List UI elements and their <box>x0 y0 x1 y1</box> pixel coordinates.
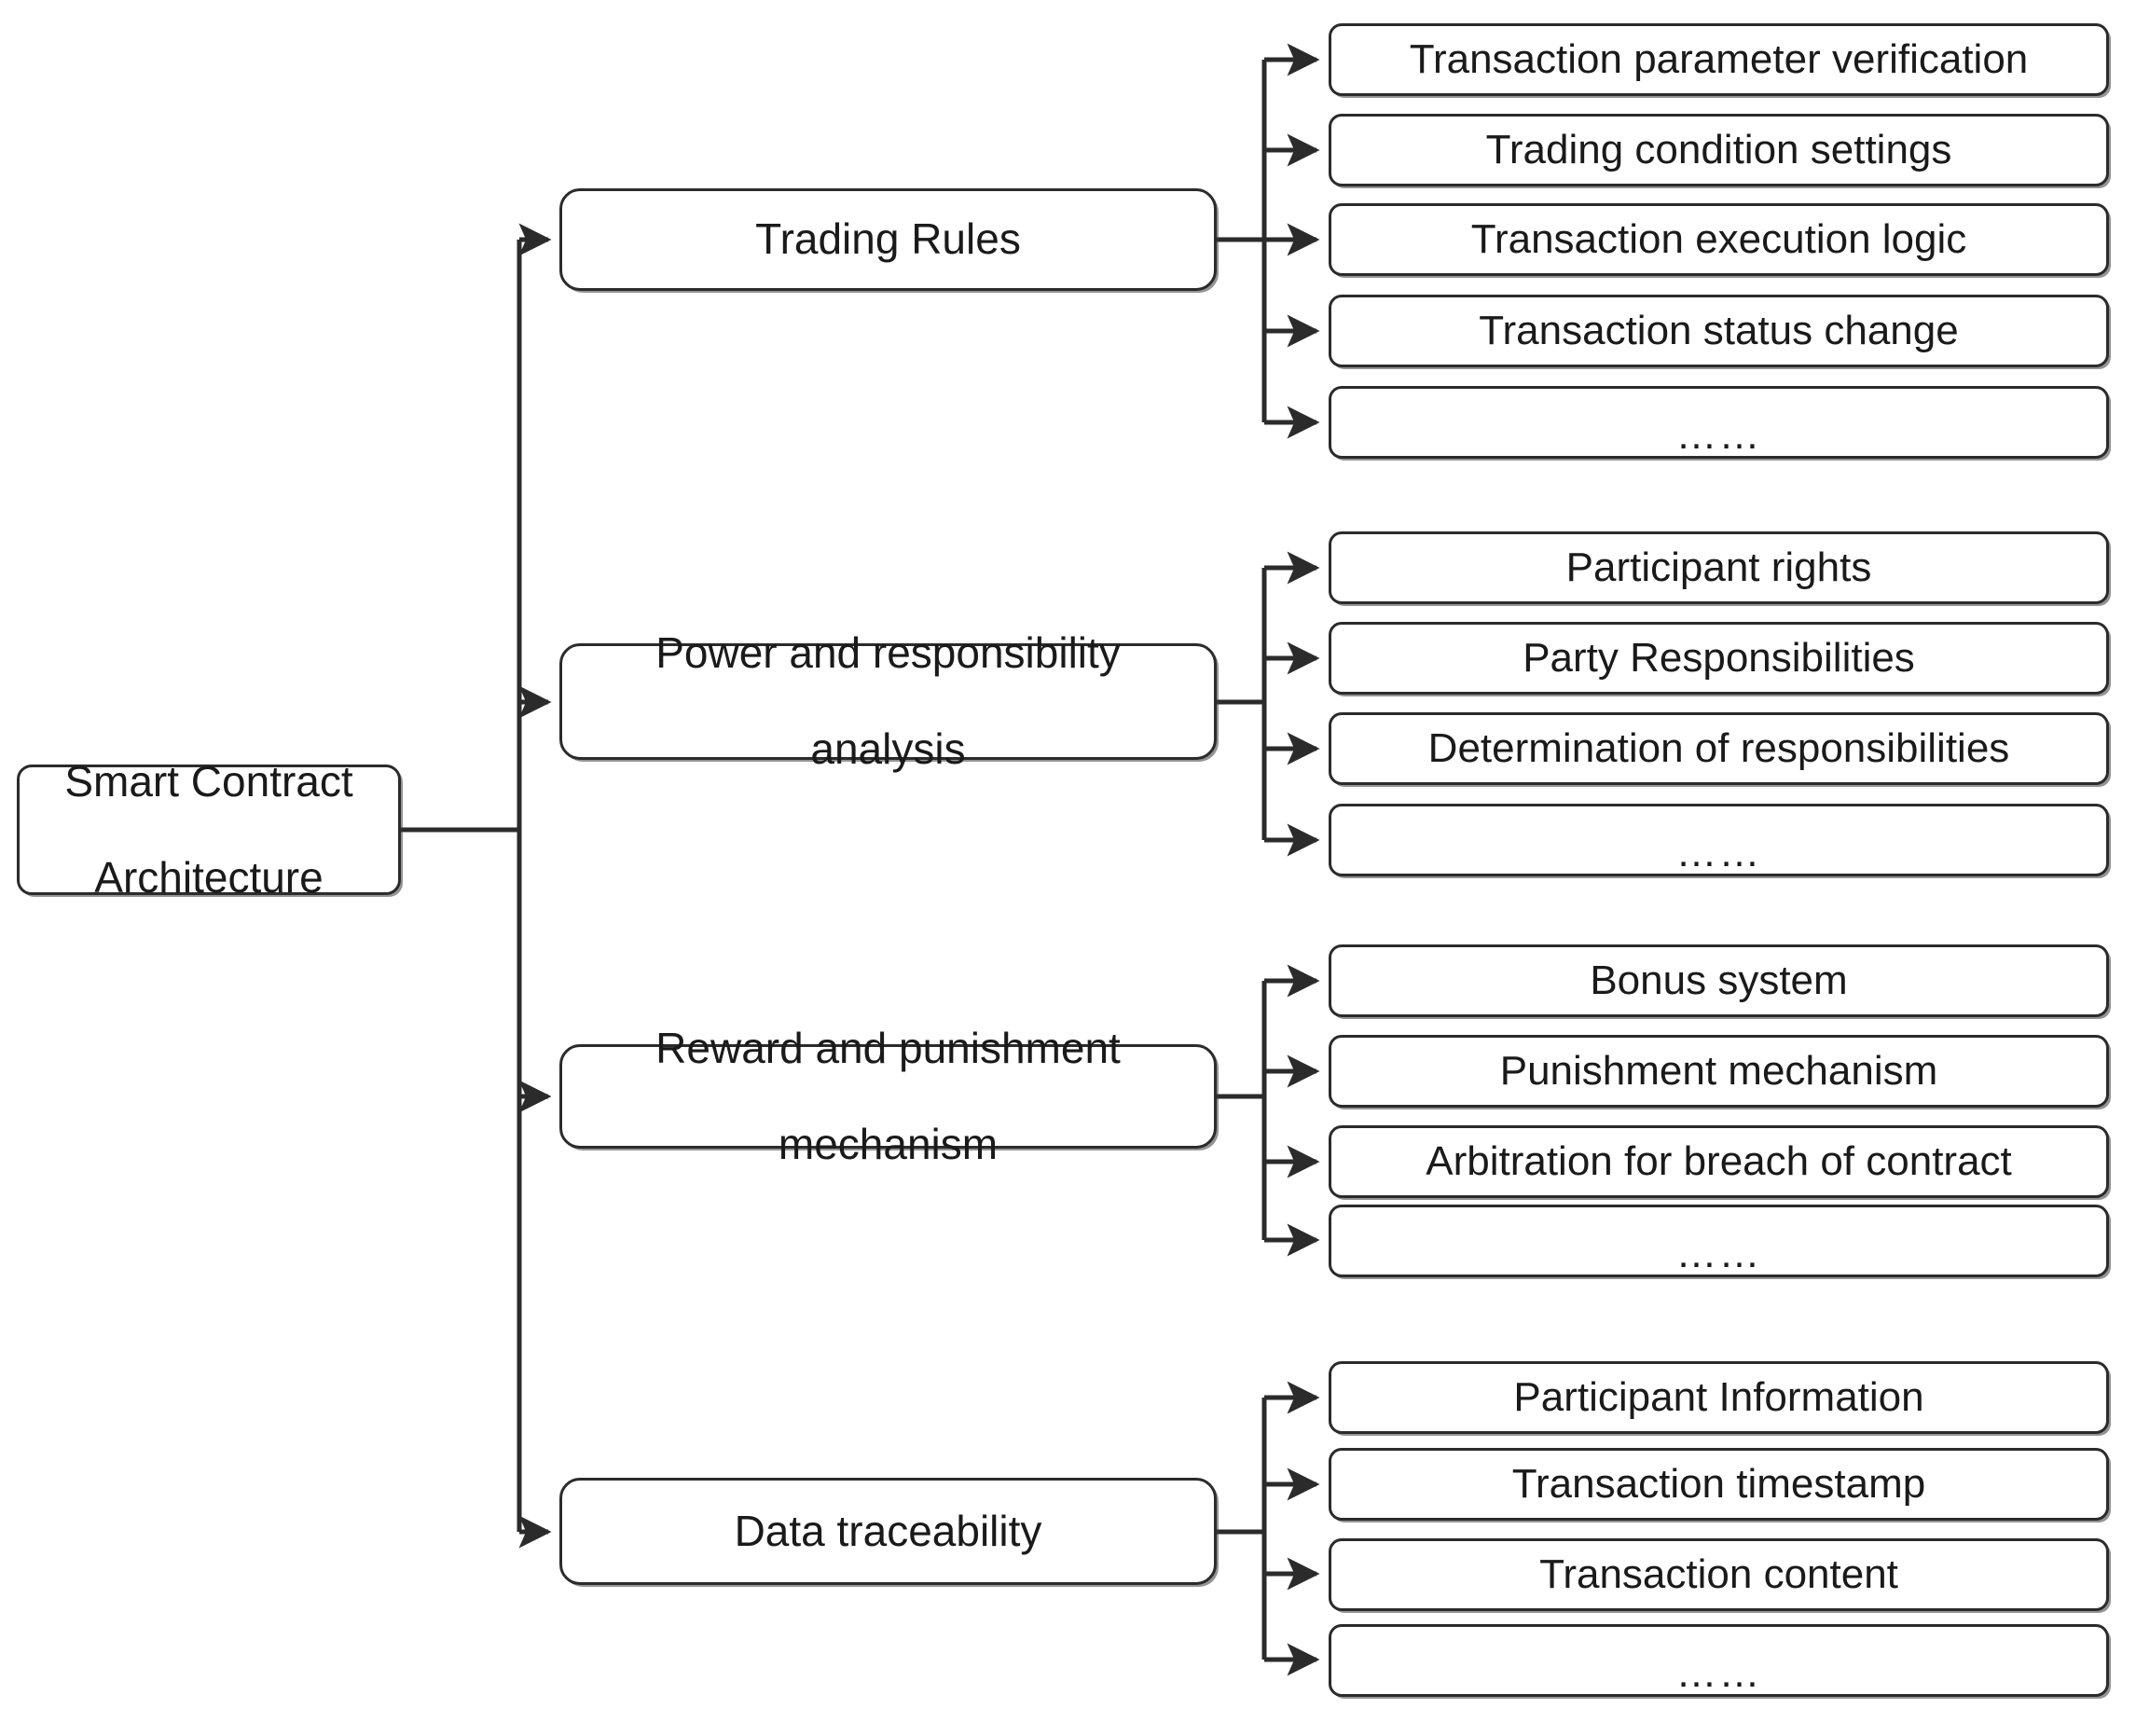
branch-label-line1: Trading Rules <box>755 214 1021 264</box>
branch-node-trading-rules[interactable]: Trading Rules <box>559 188 1217 291</box>
leaf-node[interactable]: Determination of responsibilities <box>1329 712 2109 785</box>
branch-node-reward-and-punishment-mechanism[interactable]: Reward and punishment mechanism <box>559 1024 1217 1167</box>
leaf-node[interactable]: Participant Information <box>1329 1361 2109 1434</box>
leaf-node-label: Transaction timestamp <box>1511 1461 1926 1508</box>
leaf-node-label: Transaction content <box>1539 1551 1898 1598</box>
root-node-label-line2: Architecture <box>94 852 324 902</box>
leaf-node[interactable]: Party Responsibilities <box>1329 622 2109 695</box>
branch-label-line1: Data traceability <box>734 1506 1042 1555</box>
branch-node-label: Power and responsibility analysis <box>637 629 1139 774</box>
leaf-node-label: Bonus system <box>1590 958 1848 1004</box>
leaf-node-label: Transaction status change <box>1479 308 1959 354</box>
leaf-node-label: Trading condition settings <box>1485 127 1952 173</box>
root-node-label-line1: Smart Contract <box>64 756 353 806</box>
branch-node-data-traceability[interactable]: Data traceability <box>559 1478 1217 1585</box>
branch-label-line2: mechanism <box>778 1119 999 1168</box>
leaf-node-label: Punishment mechanism <box>1499 1048 1938 1095</box>
branch-node-label: Data traceability <box>716 1506 1061 1556</box>
leaf-node[interactable]: Transaction content <box>1329 1538 2109 1611</box>
leaf-node-ellipsis[interactable]: …… <box>1329 1624 2109 1697</box>
leaf-node-ellipsis[interactable]: …… <box>1329 386 2109 459</box>
leaf-node-label: Arbitration for breach of contract <box>1426 1138 2012 1185</box>
leaf-node-label: …… <box>1675 1231 1762 1277</box>
leaf-node[interactable]: Punishment mechanism <box>1329 1035 2109 1108</box>
branch-label-line1: Power and responsibility <box>655 628 1121 678</box>
leaf-node-label: Participant Information <box>1513 1374 1924 1421</box>
leaf-node[interactable]: Participant rights <box>1329 531 2109 604</box>
leaf-node-ellipsis[interactable]: …… <box>1329 1205 2109 1277</box>
leaf-node[interactable]: Arbitration for breach of contract <box>1329 1125 2109 1198</box>
leaf-node-label: …… <box>1675 412 1762 459</box>
leaf-node[interactable]: Transaction execution logic <box>1329 203 2109 276</box>
leaf-node-label: Transaction execution logic <box>1470 216 1967 263</box>
branch-label-line2: analysis <box>810 724 966 774</box>
leaf-node-label: …… <box>1675 1650 1762 1697</box>
branch-label-line1: Reward and punishment <box>655 1023 1121 1072</box>
leaf-node[interactable]: Trading condition settings <box>1329 114 2109 186</box>
leaf-node-ellipsis[interactable]: …… <box>1329 804 2109 876</box>
leaf-node[interactable]: Transaction timestamp <box>1329 1448 2109 1521</box>
branch-node-power-and-responsibility-analysis[interactable]: Power and responsibility analysis <box>559 629 1217 773</box>
leaf-node[interactable]: Bonus system <box>1329 944 2109 1017</box>
leaf-node[interactable]: Transaction status change <box>1329 295 2109 367</box>
leaf-node-label: …… <box>1675 830 1762 876</box>
leaf-node[interactable]: Transaction parameter verification <box>1329 23 2109 96</box>
leaf-node-label: Participant rights <box>1565 544 1872 591</box>
leaf-node-label: Determination of responsibilities <box>1427 725 2010 772</box>
leaf-node-label: Party Responsibilities <box>1523 635 1915 682</box>
leaf-node-label: Transaction parameter verification <box>1409 36 2029 83</box>
branch-node-label: Reward and punishment mechanism <box>637 1023 1139 1169</box>
branch-node-label: Trading Rules <box>737 215 1040 264</box>
